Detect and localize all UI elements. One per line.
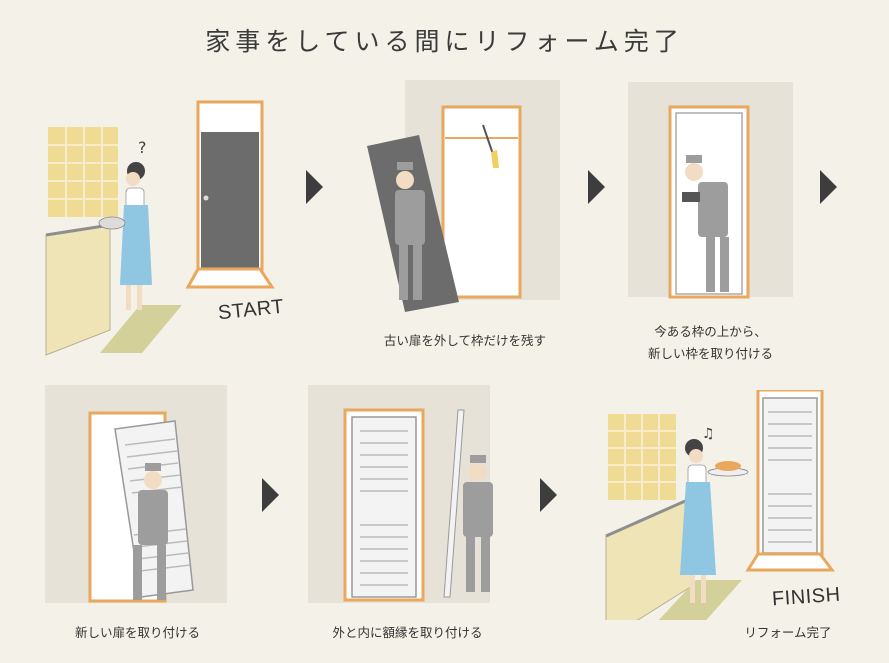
step5-caption: 外と内に額縁を取り付ける [332, 625, 483, 640]
arrow-1 [306, 170, 323, 204]
kitchen-mat [100, 305, 182, 353]
step3-caption-line1: 今ある枠の上から、 [654, 324, 767, 339]
trim-board [443, 409, 465, 598]
arrow-2 [588, 170, 605, 204]
finish-label: FINISH [771, 583, 842, 611]
step6-caption: リフォーム完了 [744, 625, 832, 640]
page-title: 家事をしている間にリフォーム完了 [205, 27, 684, 56]
woman-serving: ♫ [680, 426, 749, 603]
kitchen-tiles [48, 127, 118, 217]
arrow-3 [820, 170, 837, 204]
panel-install-trim: 外と内に額縁を取り付ける [300, 385, 515, 645]
panel-start: ? START [40, 95, 290, 365]
install-trim-illustration [308, 385, 493, 603]
arrow-4 [262, 478, 279, 512]
step3-caption-line2: 新しい枠を取り付ける [647, 346, 773, 361]
svg-text:♫: ♫ [702, 426, 715, 442]
kitchen-counter [45, 224, 111, 356]
panel-install-new-door: 新しい扉を取り付ける [45, 385, 230, 645]
panel-finish: ♫ FINISH リフォーム完了 [600, 390, 860, 655]
svg-text:?: ? [138, 138, 147, 157]
install-door-illustration [45, 385, 227, 603]
panel-remove-old-door: 古い扉を外して枠だけを残す [355, 80, 575, 348]
panel-install-new-frame: 今ある枠の上から、 新しい枠を取り付ける [628, 82, 793, 367]
worker-drilling [682, 155, 729, 292]
remove-door-illustration [367, 80, 560, 312]
step2-caption: 古い扉を外して枠だけを残す [383, 333, 547, 348]
kitchen-mat-finish [658, 580, 742, 620]
old-door [185, 100, 275, 289]
finish-illustration: ♫ [605, 390, 835, 620]
step4-caption: 新しい扉を取り付ける [74, 625, 200, 640]
woman-cooking: ? [98, 138, 152, 310]
start-illustration: ? [45, 100, 275, 356]
worker-with-trim [463, 455, 493, 592]
arrow-5 [540, 478, 557, 512]
worker-carrying [395, 162, 425, 300]
worker-fitting [133, 463, 168, 600]
finished-door [745, 390, 835, 572]
install-frame-illustration [628, 82, 793, 299]
kitchen-tiles-finish [608, 414, 676, 500]
